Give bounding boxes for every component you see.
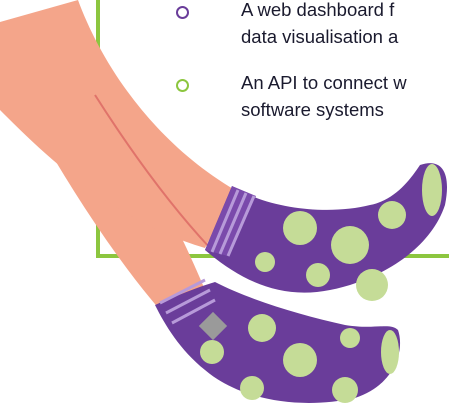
lower-sock <box>155 278 401 403</box>
upper-leg <box>0 0 235 248</box>
feature-line: An API to connect w <box>241 72 407 93</box>
feature-item-api: An API to connect w software systems <box>176 69 407 123</box>
leg-crease <box>94 94 211 249</box>
circle-outline-icon <box>176 6 189 19</box>
circle-outline-icon <box>176 79 189 92</box>
feature-item-dashboard: A web dashboard f data visualisation a <box>176 0 398 50</box>
feature-line: software systems <box>241 99 384 120</box>
feature-text: An API to connect w software systems <box>241 69 407 123</box>
feature-text: A web dashboard f data visualisation a <box>241 0 398 50</box>
feature-line: data visualisation a <box>241 26 399 47</box>
upper-sock <box>205 163 448 301</box>
feature-line: A web dashboard f <box>241 0 395 20</box>
